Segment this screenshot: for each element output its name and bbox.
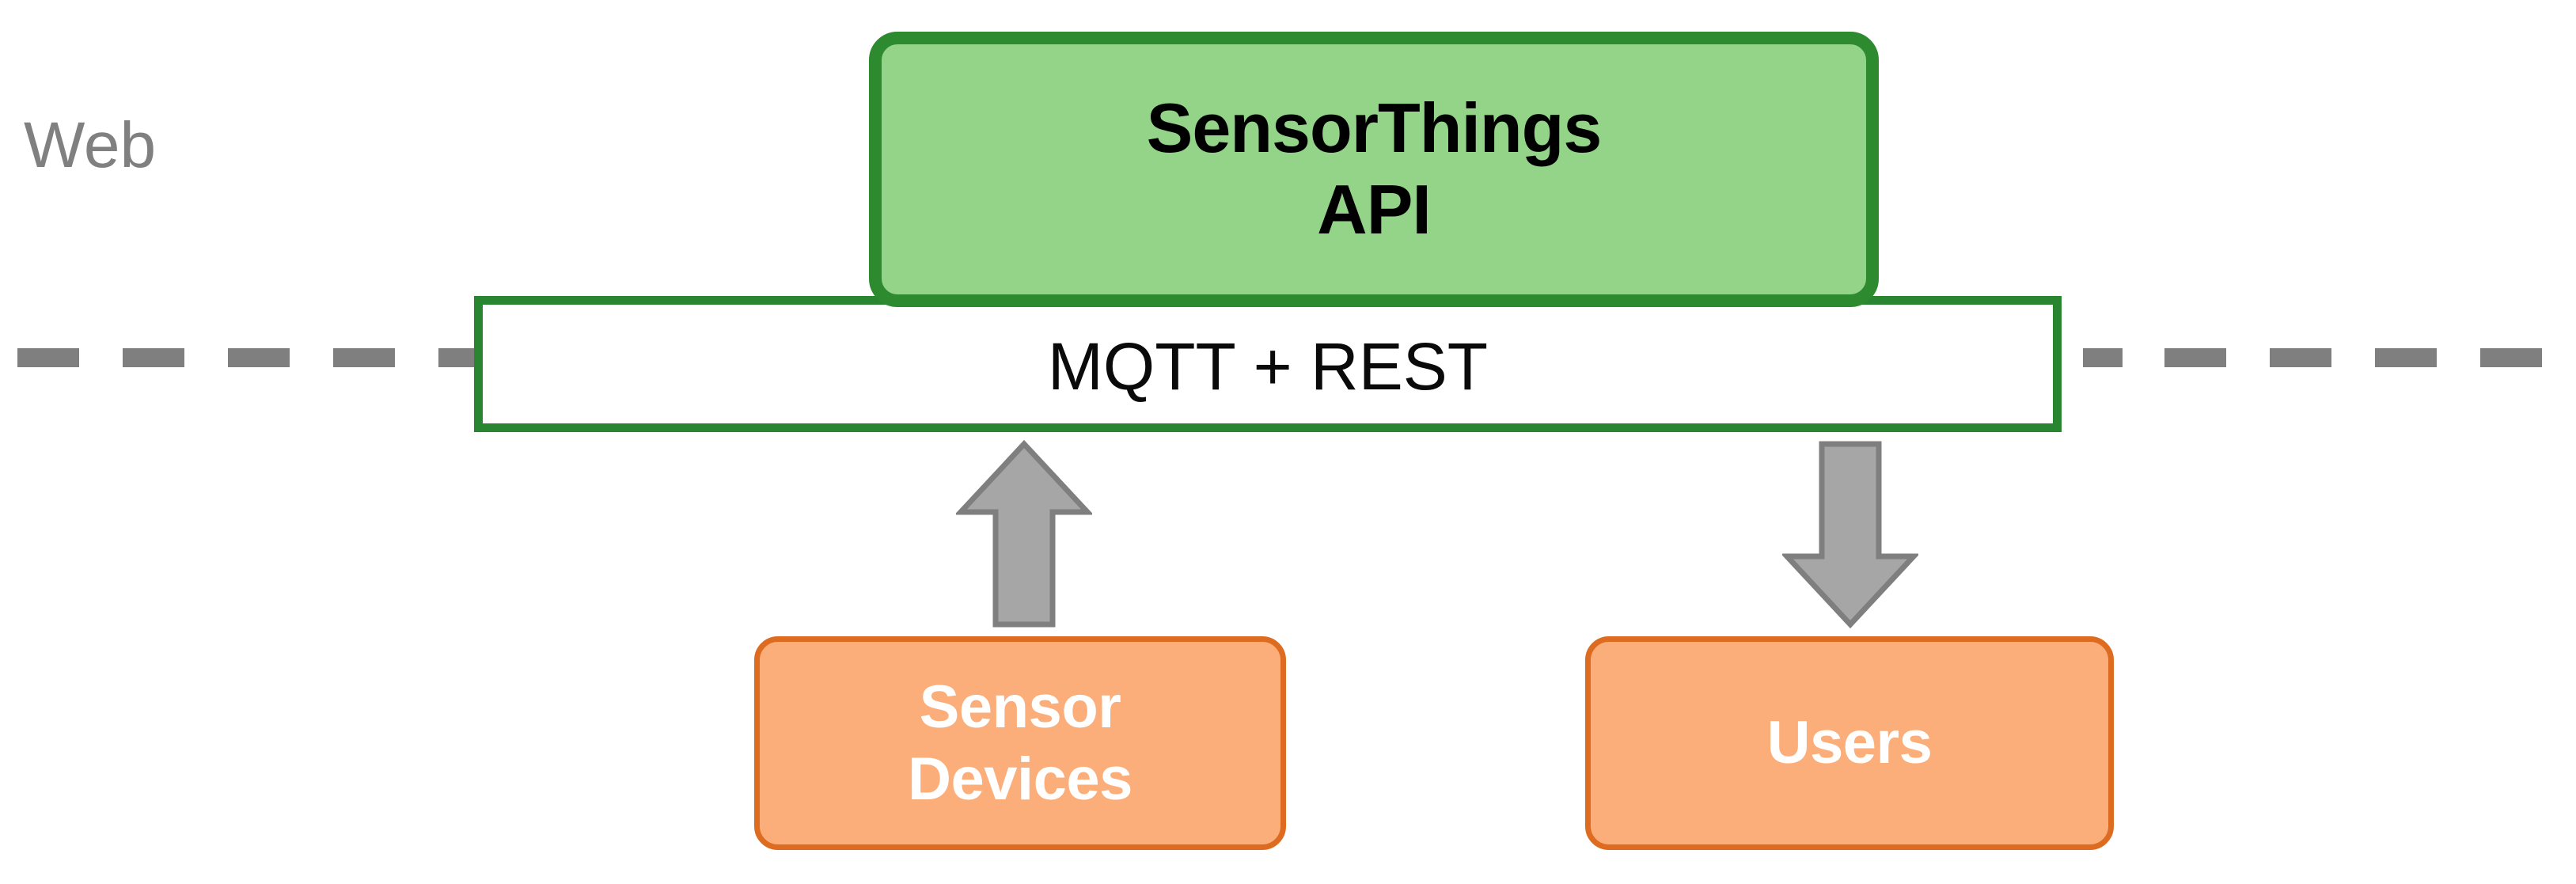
dash-segment — [123, 348, 184, 367]
sensorthings-api-label: SensorThings API — [1146, 89, 1603, 249]
sensor-devices-box: Sensor Devices — [754, 636, 1286, 850]
dash-segment — [17, 348, 79, 367]
users-box: Users — [1585, 636, 2114, 850]
users-label: Users — [1766, 709, 1933, 777]
protocol-bar: MQTT + REST — [474, 296, 2062, 432]
sensorthings-api-box: SensorThings API — [869, 32, 1879, 307]
arrow-up-icon — [954, 439, 1095, 629]
dash-segment — [2375, 348, 2437, 367]
dash-segment — [2480, 348, 2542, 367]
protocol-bar-label: MQTT + REST — [1047, 329, 1489, 404]
arrow-down-icon — [1780, 439, 1921, 629]
web-dashed-line-left — [17, 348, 476, 367]
dash-segment — [2270, 348, 2331, 367]
sensor-devices-label: Sensor Devices — [908, 673, 1132, 813]
dash-segment — [438, 348, 476, 367]
dash-segment — [2083, 348, 2123, 367]
web-dashed-line-right — [2061, 348, 2561, 367]
web-network-label: Web — [24, 109, 157, 181]
dash-segment — [333, 348, 395, 367]
dash-segment — [2164, 348, 2226, 367]
dash-segment — [228, 348, 290, 367]
